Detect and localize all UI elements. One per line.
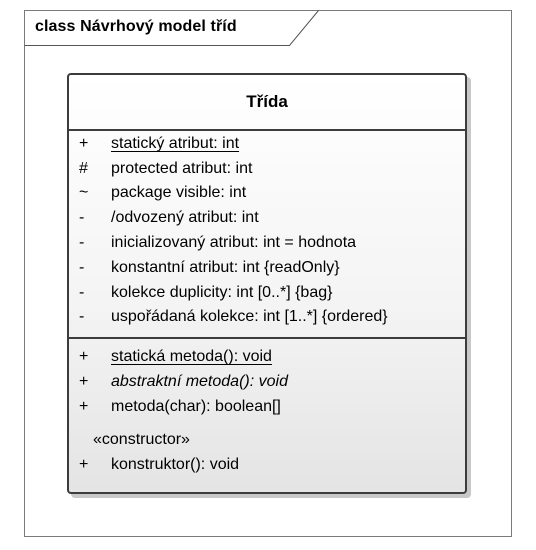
visibility-marker: - [79,209,85,226]
operation-text: abstraktní metoda(): void [111,373,288,390]
visibility-marker: + [79,456,89,473]
visibility-marker: - [79,284,85,301]
visibility-marker: - [79,308,85,325]
frame-name-tab [24,10,319,46]
attribute-text: uspořádaná kolekce: int [1..*] {ordered} [111,308,388,325]
visibility-marker: ~ [79,184,89,201]
diagram-frame [24,10,512,537]
attribute-text: protected atribut: int [111,160,253,177]
attribute-text: statický atribut: int [111,135,240,152]
operation-text: konstruktor(): void [111,456,240,473]
operation-text: metoda(char): boolean[] [111,398,281,415]
attribute-text: konstantní atribut: int {readOnly} [111,259,340,276]
visibility-marker: - [79,234,85,251]
visibility-marker: + [79,398,89,415]
visibility-marker: - [79,259,85,276]
attribute-text: inicializovaný atribut: int = hodnota [111,234,357,251]
constructor-stereotype: «constructor» [93,431,190,448]
visibility-marker: # [79,160,88,177]
attribute-text: package visible: int [111,184,247,201]
visibility-marker: + [79,135,89,152]
class-name: Třída [246,92,288,111]
operation-text: statická metoda(): void [111,348,272,365]
visibility-marker: + [79,348,89,365]
name-attributes-divider [69,129,465,131]
attribute-text: /odvozený atribut: int [111,209,259,226]
frame-title: class Návrhový model tříd [35,18,237,35]
attributes-operations-divider [69,337,465,339]
class-box[interactable]: Třída + statický atribut: int # protecte… [67,73,467,494]
attribute-text: kolekce duplicity: int [0..*] {bag} [111,284,333,301]
visibility-marker: + [79,373,89,390]
